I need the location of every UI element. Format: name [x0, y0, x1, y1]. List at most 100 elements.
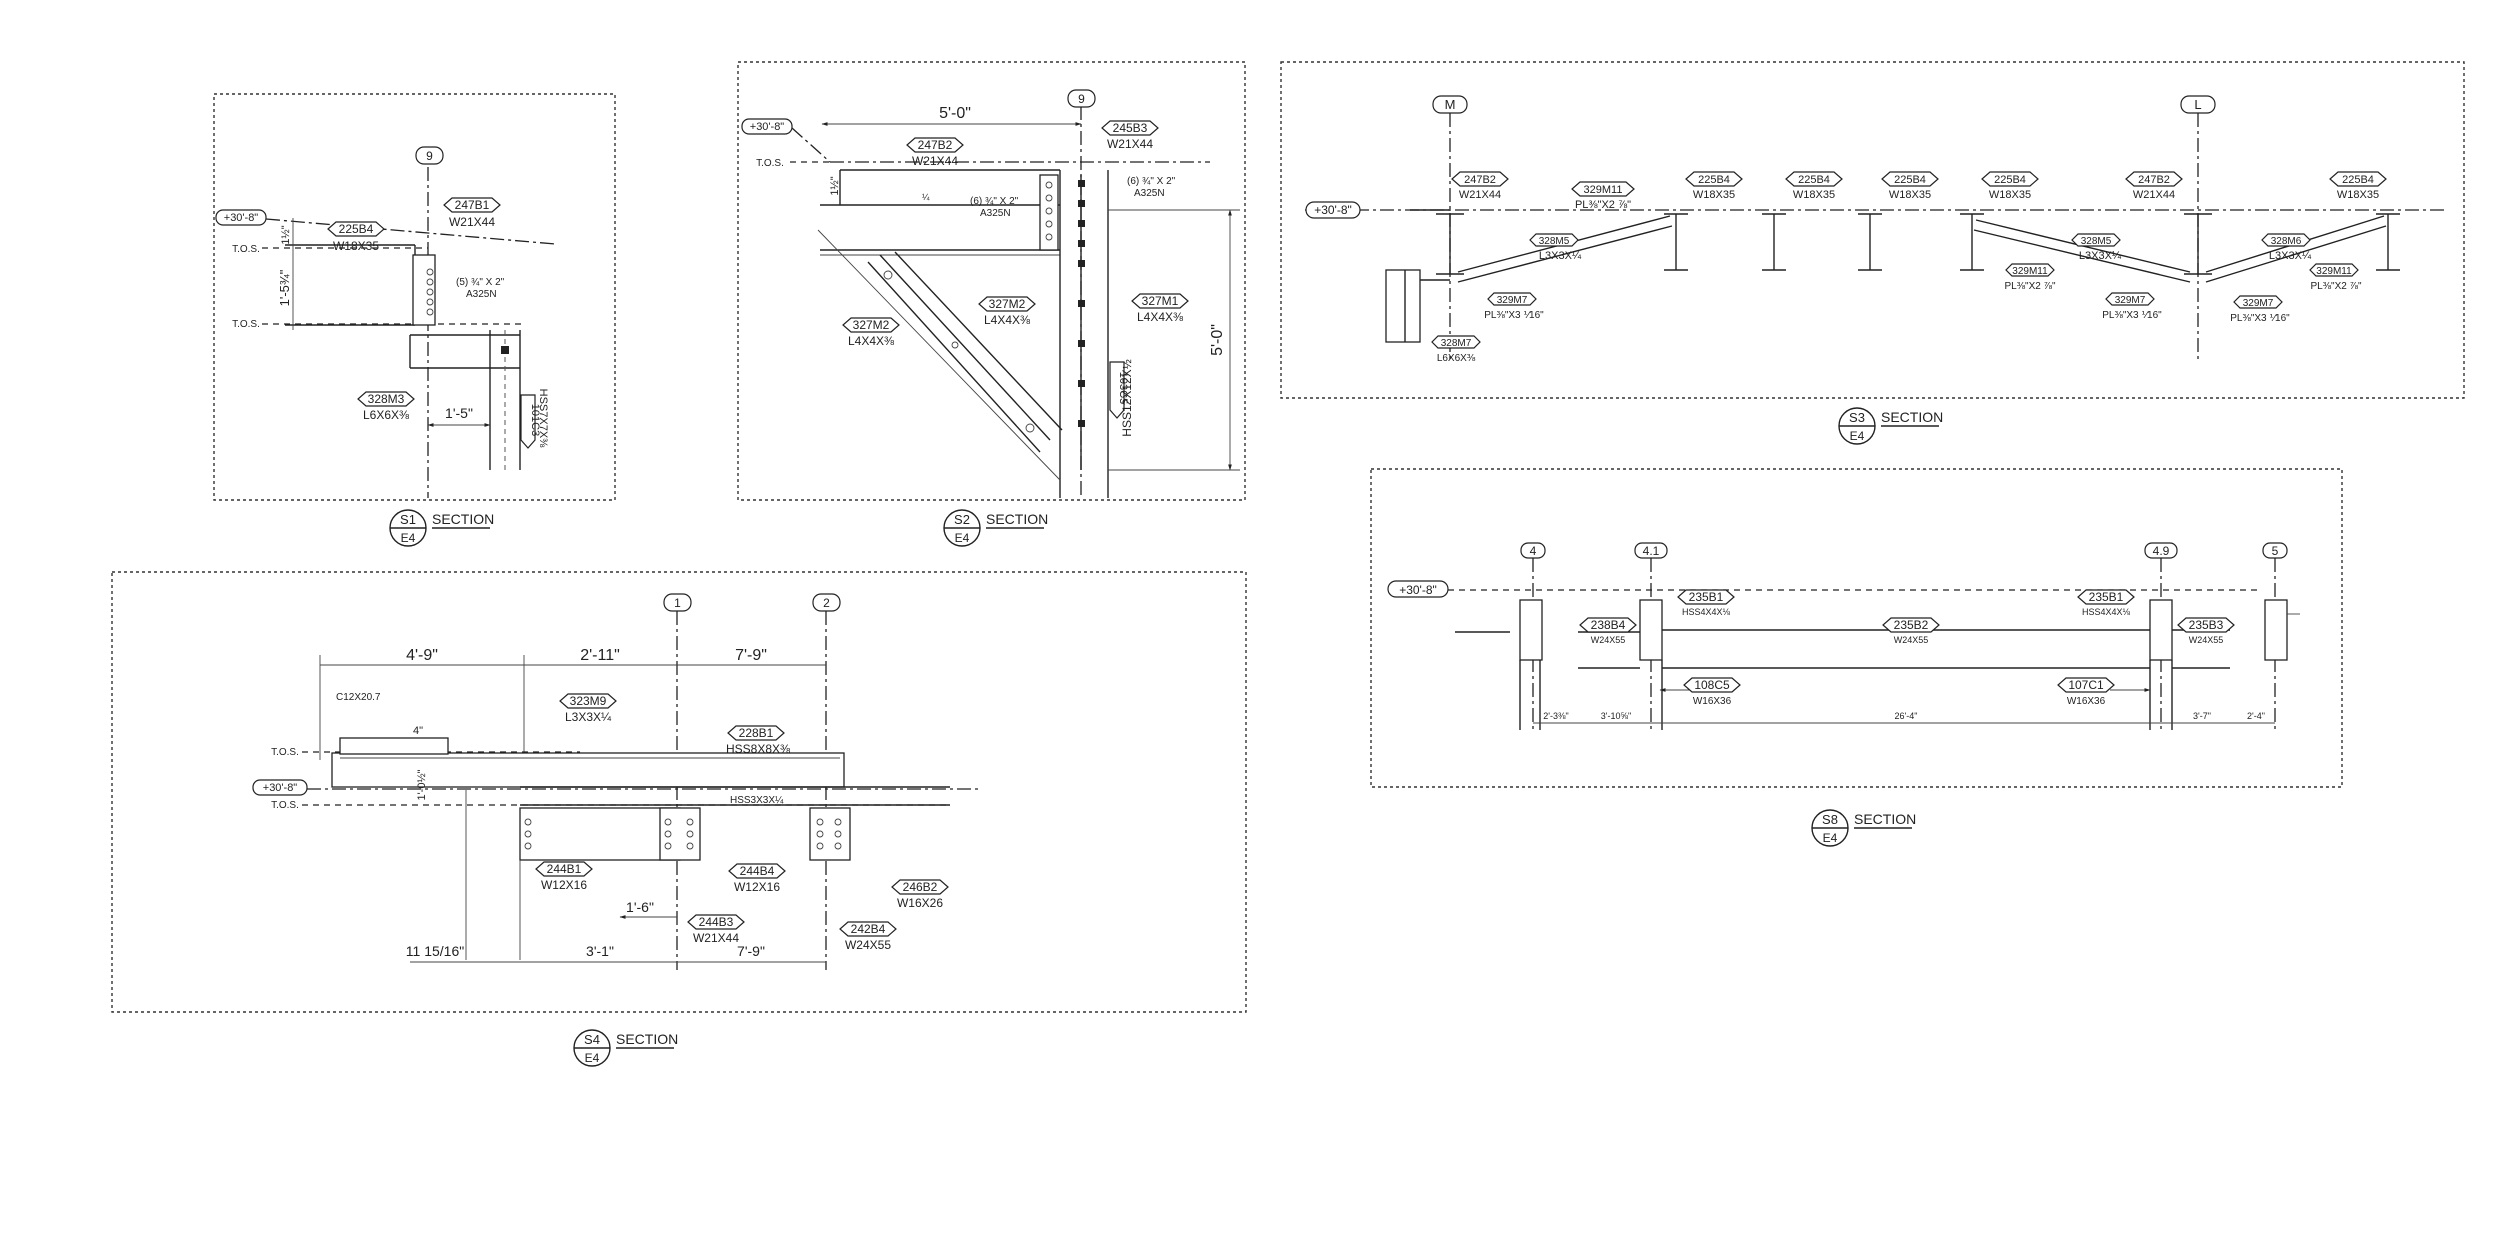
s3-tag-329-7b — [2105, 292, 2155, 306]
s2-tag-327-1 — [1131, 293, 1189, 309]
s3-328-5b-mark: 328M5 — [2081, 236, 2112, 247]
s4-323-size: L3X3X¼ — [565, 710, 612, 724]
s3-tag-225b — [1785, 171, 1843, 187]
s3-tag-225e — [2329, 171, 2387, 187]
s1-328-mark: 328M3 — [368, 392, 405, 406]
s3-marker-sheet: E4 — [1850, 429, 1865, 443]
s3-section-word: SECTION — [1881, 409, 1943, 425]
s3-tag-328-5b — [2071, 233, 2121, 247]
s2-grid-bubble — [1067, 89, 1096, 108]
s4-228-mark: 228B1 — [739, 726, 774, 740]
s2-tos: T.O.S. — [756, 158, 784, 169]
s8-grid-4: 4 — [1530, 544, 1537, 558]
s3-329-11b-size: PL⅜"X2 ⅞" — [2004, 281, 2055, 292]
s1-dim-v1: 1'-5¾" — [277, 269, 292, 306]
s2-tag-247 — [906, 137, 964, 153]
s4-246-mark: 246B2 — [903, 880, 938, 894]
s4-244-3-size: W21X44 — [693, 931, 739, 945]
s1-grid-label: 9 — [426, 149, 433, 163]
s8-d1: 2'-3⅜" — [1543, 711, 1568, 721]
s3-tag-329-7a — [1487, 292, 1537, 306]
s4-tag-244-4 — [728, 863, 786, 879]
s4-242-size: W24X55 — [845, 938, 891, 952]
s2-dim-right: 5'-0" — [1209, 324, 1226, 356]
s2-elev-tag — [741, 118, 793, 135]
s2-103-size: HSS12X12X½ — [1120, 359, 1134, 436]
s2-327-1-size: L4X4X⅜ — [1137, 310, 1184, 324]
section-s1: 9 +30'-8" T.O.S. T.O.S. 1'-5¾" 1½" 1'-5" — [213, 93, 616, 547]
s4-244-3-mark: 244B3 — [699, 915, 734, 929]
s3-225e-size: W18X35 — [2337, 189, 2379, 201]
s4-dim4: 4" — [413, 725, 423, 737]
s8-108-mark: 108C5 — [1694, 678, 1730, 692]
s8-grid-5: 5 — [2272, 544, 2279, 558]
s8-marker-sheet: E4 — [1823, 831, 1838, 845]
s4-tos-2: T.O.S. — [271, 800, 299, 811]
section-s8: 4 4.1 4.9 5 +30'-8" — [1370, 468, 2343, 847]
section-s2: 9 +30'-8" T.O.S. 5'-0" — [737, 61, 1246, 547]
s4-tag-246 — [891, 879, 949, 895]
s1-marker-id: S1 — [400, 512, 416, 527]
s4-244-4-size: W12X16 — [734, 880, 780, 894]
s8-235b-mark: 235B1 — [2089, 590, 2124, 604]
s2-tag-103 — [1109, 361, 1125, 419]
s8-d2: 3'-10⅝" — [1601, 711, 1631, 721]
s3-tag-247a — [1451, 171, 1509, 187]
s4-elev-tag — [252, 779, 308, 796]
s3-tag-329-7c — [2233, 295, 2283, 309]
s3-tag-328-7 — [1431, 335, 1481, 349]
s3-marker-id: S3 — [1849, 410, 1865, 425]
s4-marker-id: S4 — [584, 1032, 600, 1047]
s3-tag-329-11b — [2005, 263, 2055, 277]
s3-225c-size: W18X35 — [1889, 189, 1931, 201]
s1-247-size: W21X44 — [449, 215, 495, 229]
s3-frame — [1280, 61, 2465, 399]
s4-246-size: W16X26 — [897, 896, 943, 910]
s1-grid-bubble — [415, 146, 444, 165]
s2-245-mark: 245B3 — [1113, 121, 1148, 135]
s3-225a-size: W18X35 — [1693, 189, 1735, 201]
s4-d-mid: 1'-6" — [626, 899, 654, 915]
s2-tag-327-2a — [842, 317, 900, 333]
s4-c12: C12X20.7 — [336, 692, 381, 703]
section-s4: 1 2 4'-9" 2'-11" 7'-9" +30'-8" T.O.S. T.… — [111, 571, 1247, 1067]
s1-marker-sheet: E4 — [401, 531, 416, 545]
s8-238-mark: 238B4 — [1591, 618, 1626, 632]
s2-327-2a-mark: 327M2 — [853, 318, 890, 332]
s3-tag-329-11a — [1571, 181, 1635, 197]
s2-327-2a-size: L4X4X⅜ — [848, 334, 895, 348]
s8-d5: 2'-4" — [2247, 711, 2265, 721]
s2-247-size: W21X44 — [912, 154, 958, 168]
s4-dim-v: 1'-0½" — [416, 769, 428, 800]
s4-242-mark: 242B4 — [851, 922, 886, 936]
s3-329-7a-mark: 329M7 — [1497, 295, 1528, 306]
s3-329-11c-size: PL⅜"X2 ⅞" — [2310, 281, 2361, 292]
s3-225c-mark: 225B4 — [1894, 174, 1926, 186]
s2-weld: ¼ — [922, 192, 930, 202]
s3-225d-mark: 225B4 — [1994, 174, 2026, 186]
s3-328-7-size: L6X6X⅜ — [1437, 353, 1476, 364]
s8-238-size: W24X55 — [1591, 635, 1626, 645]
s4-grid-2: 2 — [823, 596, 830, 610]
s4-elev: +30'-8" — [263, 782, 298, 794]
s2-grade-b: A325N — [1134, 188, 1165, 199]
s8-frame — [1370, 468, 2343, 788]
s3-328-5b-size: L3X3X¼ — [2079, 250, 2122, 262]
s4-244-4-mark: 244B4 — [740, 864, 775, 878]
s3-328-6-size: L3X3X¼ — [2269, 250, 2312, 262]
s4-tag-242 — [839, 921, 897, 937]
s1-tos-1: T.O.S. — [232, 244, 260, 255]
s2-grade-a: A325N — [980, 208, 1011, 219]
s8-d4: 3'-7" — [2193, 711, 2211, 721]
s1-tos-2: T.O.S. — [232, 319, 260, 330]
s4-d3: 7'-9" — [735, 647, 767, 664]
s3-elev: +30'-8" — [1314, 203, 1352, 217]
s8-marker-id: S8 — [1822, 812, 1838, 827]
s3-225e-mark: 225B4 — [2342, 174, 2374, 186]
s2-245-size: W21X44 — [1107, 137, 1153, 151]
s3-329-11a-mark: 329M11 — [1584, 184, 1623, 196]
s3-tag-225a — [1685, 171, 1743, 187]
s3-329-11b-mark: 329M11 — [2012, 266, 2048, 277]
s1-225-size: W18X35 — [333, 239, 379, 253]
